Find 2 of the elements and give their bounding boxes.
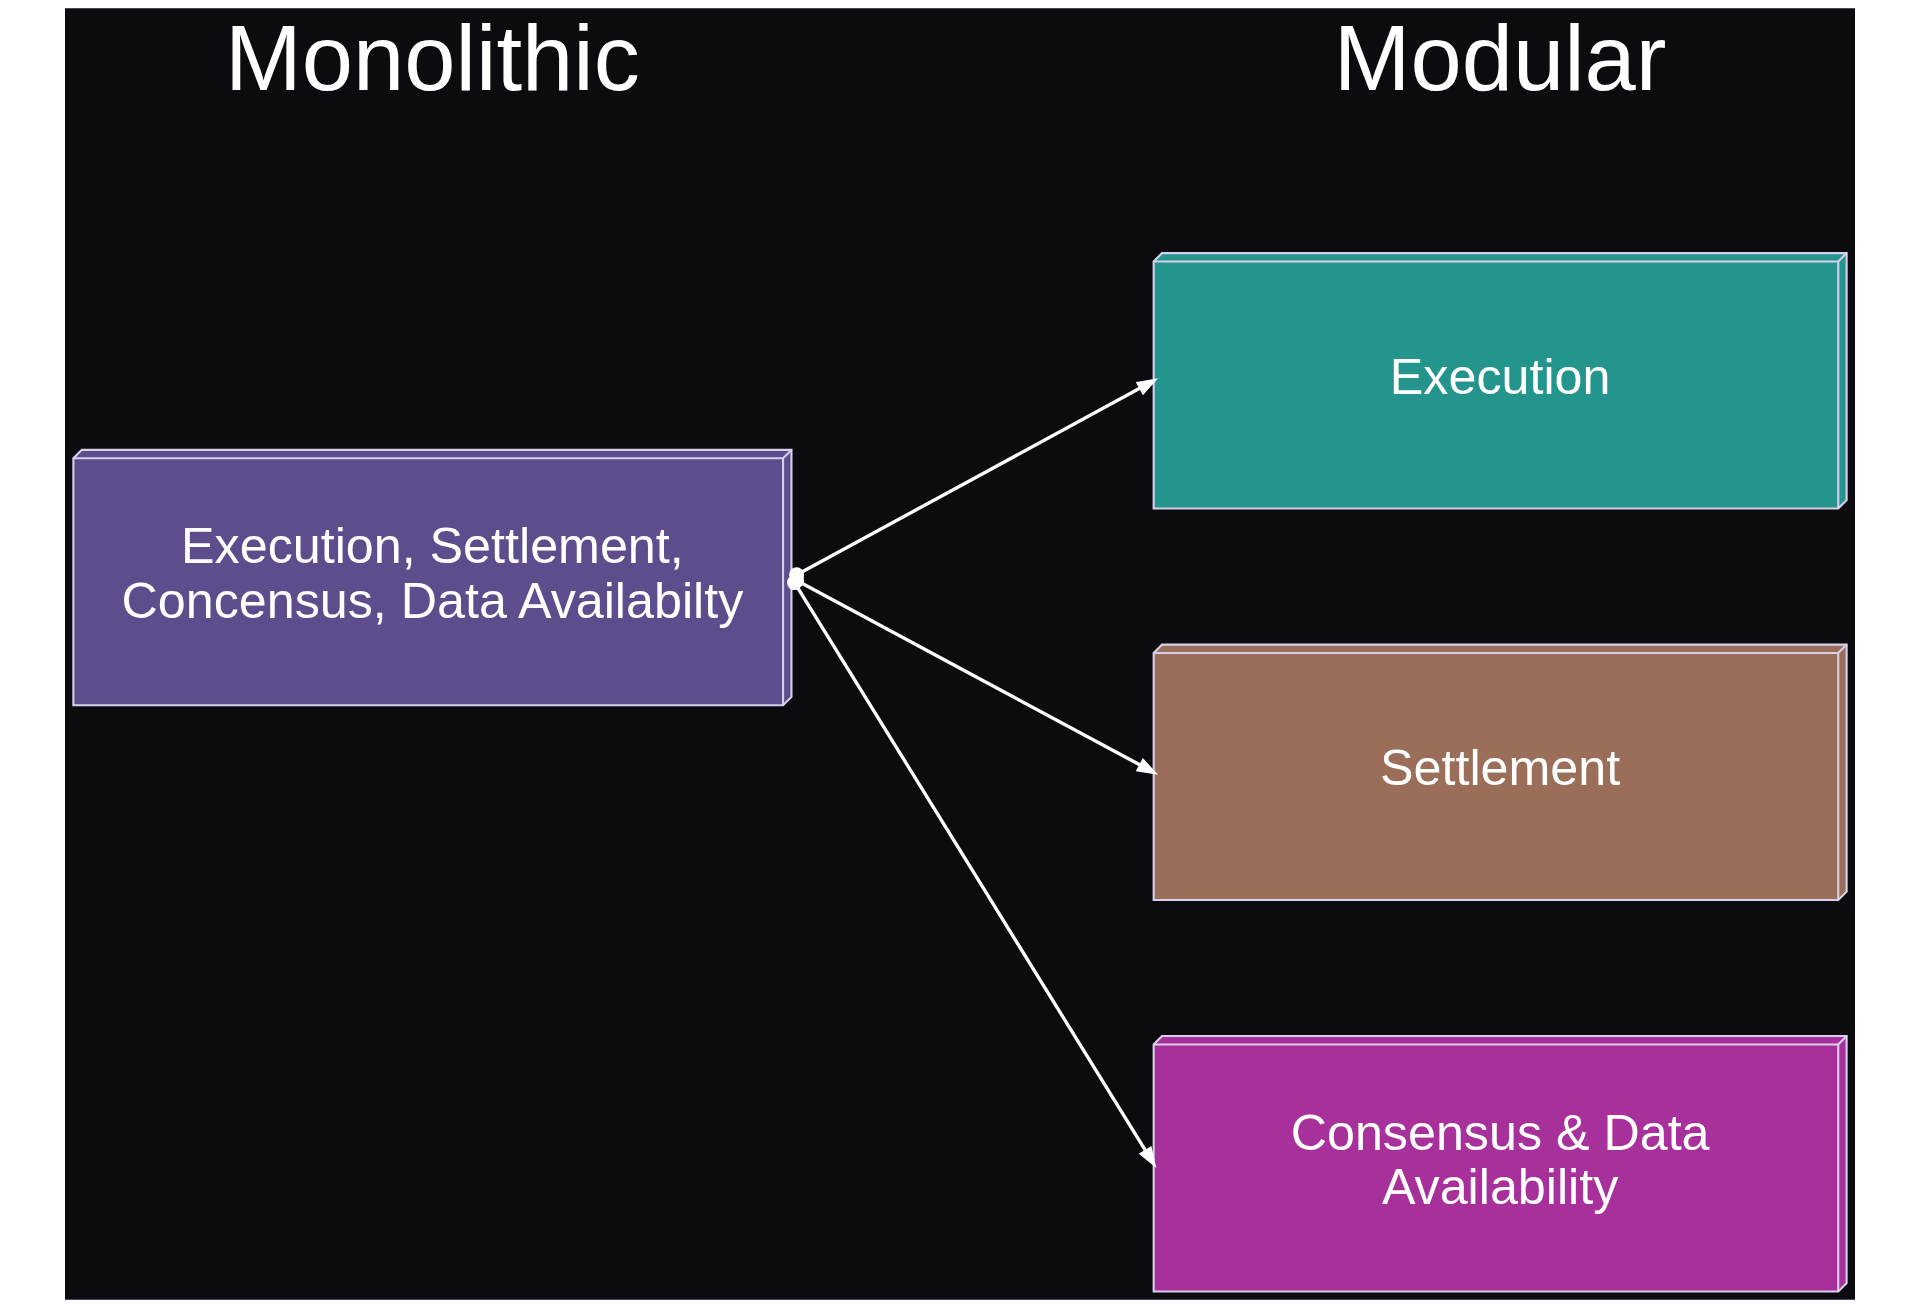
label: Modular <box>1333 7 1667 111</box>
label: Monolithic <box>225 7 640 111</box>
